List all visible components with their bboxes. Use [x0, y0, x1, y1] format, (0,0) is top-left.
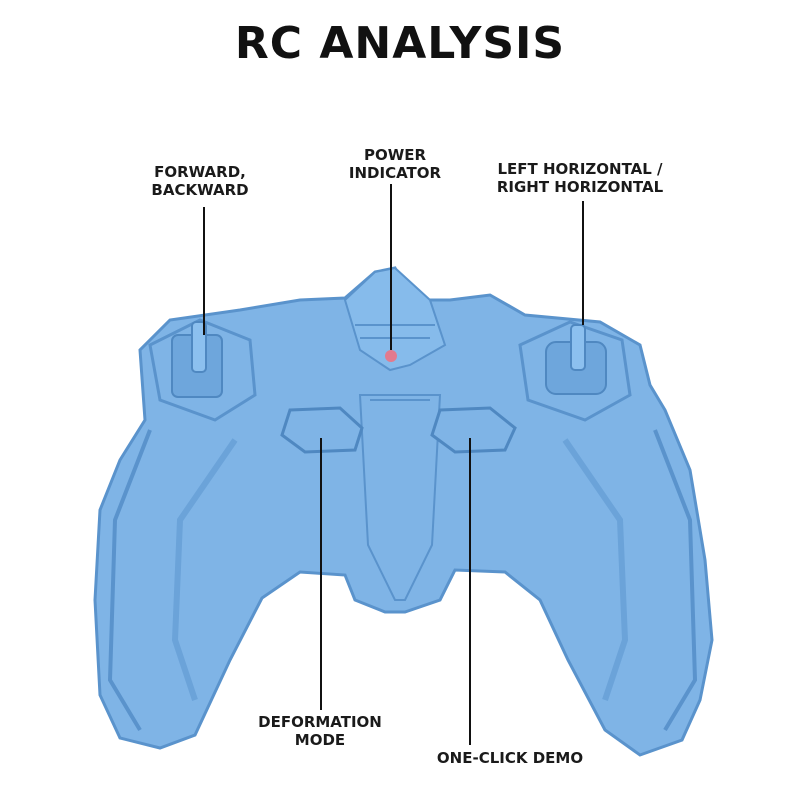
deformation-mode-button: [280, 406, 364, 454]
label-one-click-demo: ONE-CLICK DEMO: [436, 749, 584, 767]
label-forward-backward: FORWARD, BACKWARD: [151, 163, 249, 199]
one-click-demo-button: [430, 406, 517, 454]
remote-controller: [93, 266, 714, 757]
page-title: RC ANALYSIS: [234, 18, 566, 69]
label-left-right-horizontal: LEFT HORIZONTAL / RIGHT HORIZONTAL: [496, 160, 664, 196]
label-power-indicator: POWER INDICATOR: [348, 146, 442, 182]
label-deformation-mode: DEFORMATION MODE: [258, 713, 382, 749]
power-indicator-led: [385, 350, 397, 362]
